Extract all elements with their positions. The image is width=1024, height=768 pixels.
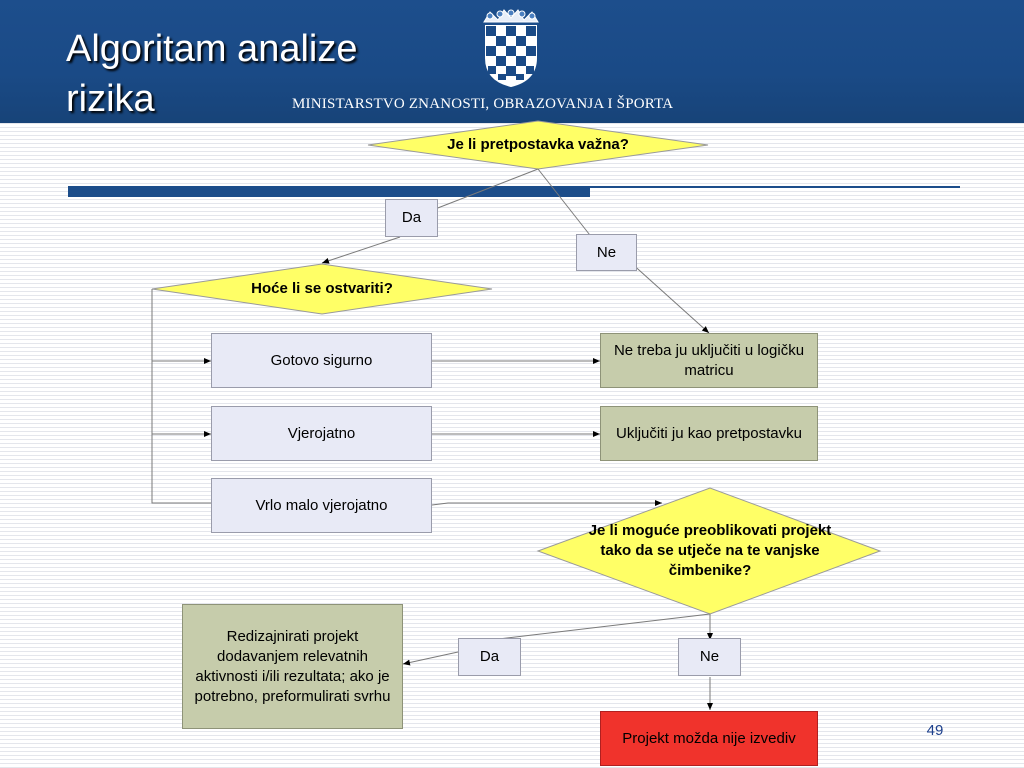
ministry-name: MINISTARSTVO ZNANOSTI, OBRAZOVANJA I ŠPO… [292, 96, 674, 112]
edge-unlikely-to-redesign [431, 500, 662, 506]
decision-redesign-shape [536, 487, 882, 615]
accent-bar-thick [68, 186, 590, 197]
important-no-box: Ne [576, 234, 637, 271]
edge-yes-to-redesign-box [402, 651, 459, 666]
edge-yes-to-happen [321, 236, 401, 264]
slide-header: Algoritam analize rizika MINISTARSTVO ZN… [0, 0, 1024, 123]
outcome-infeasible-box: Projekt možda nije izvediv [600, 711, 818, 766]
outcome-not-include-box: Ne treba ju uključiti u logičku matricu [600, 333, 818, 388]
decision-happen-shape [151, 263, 493, 315]
slide-title: Algoritam analize rizika [66, 24, 466, 124]
option-certain-box: Gotovo sigurno [211, 333, 432, 388]
outcome-include-box: Uključiti ju kao pretpostavku [600, 406, 818, 461]
page-number: 49 [926, 722, 944, 739]
outcome-redesign-box: Redizajnirati projekt dodavanjem relevat… [182, 604, 403, 729]
edge-happen-bracket [151, 289, 212, 504]
redesign-yes-box: Da [458, 638, 521, 676]
important-yes-box: Da [385, 199, 438, 237]
title-line-2: rizika [66, 78, 155, 120]
edge-redesign-yes [489, 613, 711, 641]
accent-bar-thin [590, 186, 960, 188]
title-line-1: Algoritam analize [66, 28, 358, 70]
decision-redesign-label: Je li moguće preoblikovati projekt tako … [588, 522, 832, 579]
croatian-coat-of-arms-icon [483, 9, 539, 88]
option-likely-box: Vjerojatno [211, 406, 432, 461]
decision-important-shape [367, 120, 709, 170]
decision-important-label: Je li pretpostavka važna? [447, 136, 629, 153]
option-unlikely-box: Vrlo malo vjerojatno [211, 478, 432, 533]
decision-happen-label: Hoće li se ostvariti? [251, 280, 393, 297]
redesign-no-box: Ne [678, 638, 741, 676]
